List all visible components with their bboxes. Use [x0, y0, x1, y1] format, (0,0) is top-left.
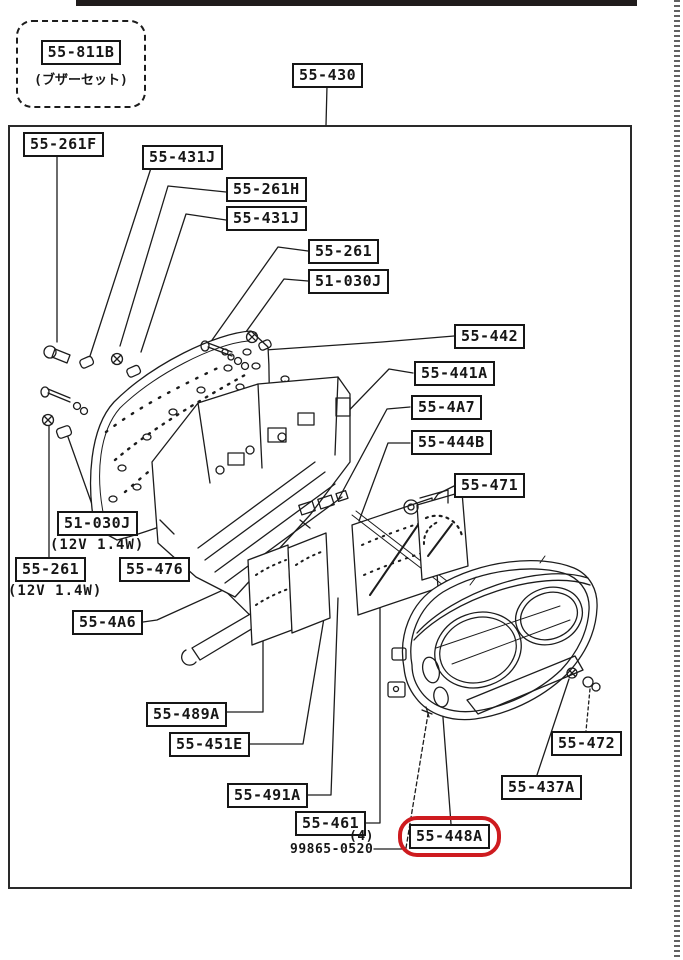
part-label-55-261f[interactable]: 55-261F — [23, 132, 104, 157]
quantity-note: (4) — [349, 829, 374, 844]
scan-top-artifact — [76, 0, 637, 6]
part-label-55-431j-2[interactable]: 55-431J — [226, 206, 307, 231]
part-label-55-471[interactable]: 55-471 — [454, 473, 526, 498]
part-label-55-431j-1[interactable]: 55-431J — [142, 145, 223, 170]
part-label-55-442[interactable]: 55-442 — [454, 324, 526, 349]
highlight-ring: 55-448A — [398, 816, 501, 857]
part-label-55-444b[interactable]: 55-444B — [411, 430, 492, 455]
small-fasteners — [566, 667, 601, 692]
part-label-55-430[interactable]: 55-430 — [292, 63, 364, 88]
buzzer-set-card: 55-811B (ブザーセット) — [16, 20, 146, 108]
wattage-note-55-261: (12V 1.4W) — [8, 583, 103, 599]
buzzer-set-caption: (ブザーセット) — [34, 73, 128, 88]
part-label-55-451e[interactable]: 55-451E — [169, 732, 250, 757]
front-bezel-part — [387, 555, 598, 721]
part-label-55-461[interactable]: 55-461 — [295, 811, 367, 836]
part-label-55-491a[interactable]: 55-491A — [227, 783, 308, 808]
part-label-55-4a6[interactable]: 55-4A6 — [72, 610, 144, 635]
gauge-plates — [247, 497, 457, 646]
part-label-55-261-1[interactable]: 55-261 — [308, 239, 380, 264]
part-label-55-261h[interactable]: 55-261H — [226, 177, 307, 202]
scan-edge-artifact — [674, 0, 680, 960]
part-label-55-261-2[interactable]: 55-261 — [15, 557, 87, 582]
diagram-frame — [8, 125, 632, 889]
part-label-55-472[interactable]: 55-472 — [551, 731, 623, 756]
part-label-55-4a7[interactable]: 55-4A7 — [411, 395, 483, 420]
wattage-note-51-030j: (12V 1.4W) — [50, 537, 145, 553]
part-label-55-476[interactable]: 55-476 — [119, 557, 191, 582]
part-label-55-489a[interactable]: 55-489A — [146, 702, 227, 727]
part-label-55-441a[interactable]: 55-441A — [414, 361, 495, 386]
part-label-51-030j-2[interactable]: 51-030J — [57, 511, 138, 536]
part-label-99865-0520[interactable]: 99865-0520 — [290, 842, 374, 857]
part-label-55-448a[interactable]: 55-448A — [409, 824, 490, 849]
part-label-51-030j-1[interactable]: 51-030J — [308, 269, 389, 294]
speedometer-plate-part — [403, 489, 469, 581]
bulb-and-screw-cluster — [40, 330, 290, 439]
part-label-55-811b[interactable]: 55-811B — [40, 40, 122, 65]
part-label-55-437a[interactable]: 55-437A — [501, 775, 582, 800]
